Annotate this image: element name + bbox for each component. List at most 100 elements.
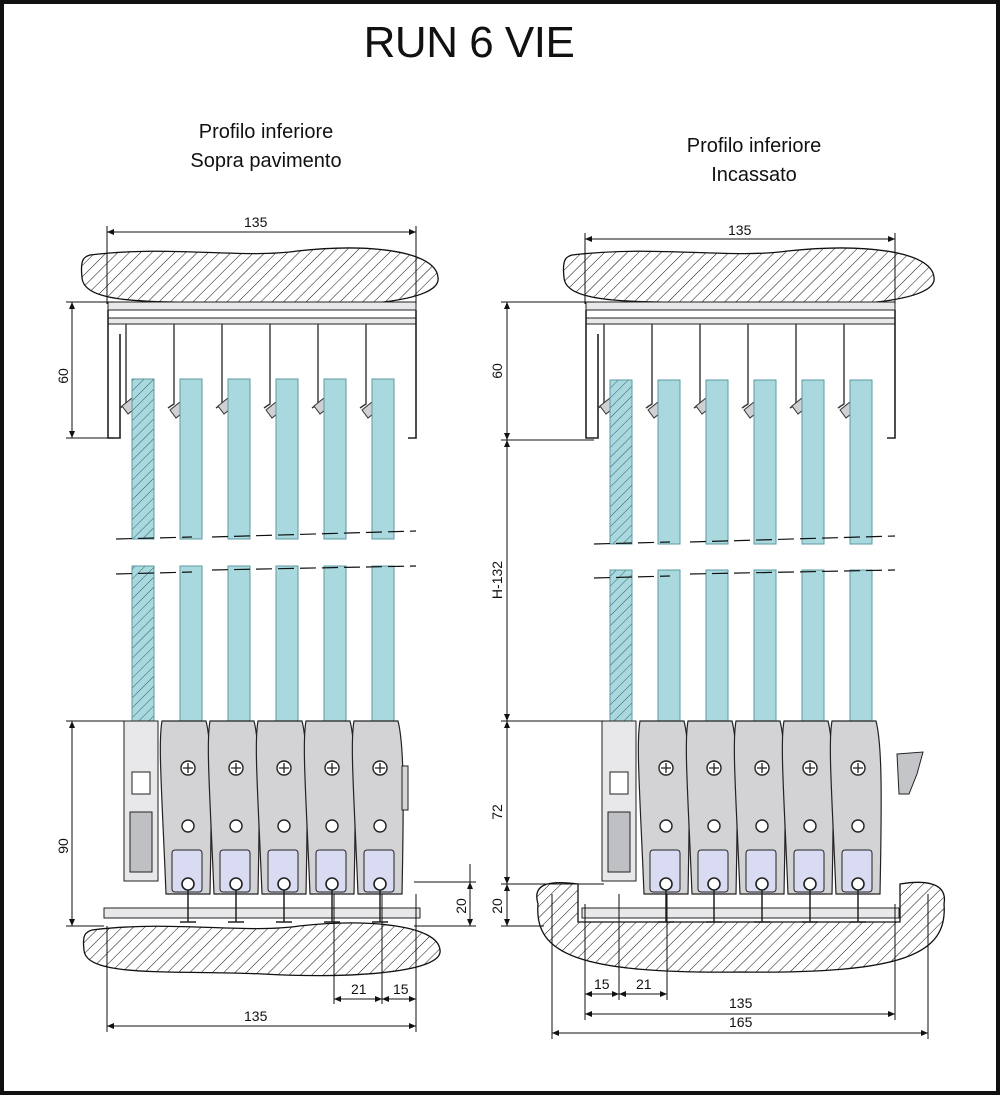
carriage-screw-cross <box>709 763 719 773</box>
right-inner-width-label: 135 <box>729 995 753 1011</box>
carriage-wheel-housing <box>697 849 729 893</box>
carriage-wheel-housing <box>793 849 825 893</box>
carriage-wheel <box>181 877 195 891</box>
floor-hatch <box>82 922 441 977</box>
track-separator <box>693 324 701 409</box>
carriage-guide-foot <box>276 890 292 923</box>
left-heading-line2: Sopra pavimento <box>190 150 342 172</box>
right-mid-height-label: H-132 <box>489 561 505 599</box>
right-dimensions <box>501 233 929 1039</box>
left-top-width-label: 135 <box>244 214 268 230</box>
track-separator <box>215 324 223 409</box>
carriage-guide-foot <box>180 890 196 923</box>
track-separator <box>837 324 845 409</box>
glass-panel-lower <box>131 565 155 722</box>
carriage-wheel <box>373 877 387 891</box>
glass-panel-lower <box>657 569 681 722</box>
top-track-bar <box>585 301 896 311</box>
right-edge-label: 15 <box>594 976 610 992</box>
right-section <box>536 247 945 973</box>
carriage-screw-cross <box>183 763 193 773</box>
right-top-width-label: 135 <box>728 222 752 238</box>
track-separator <box>741 324 749 409</box>
glass-panel-lower <box>227 565 251 722</box>
track-separator <box>263 324 271 409</box>
glass-panel-upper <box>705 379 729 545</box>
handle-bracket <box>896 751 924 795</box>
top-track-bar-lower <box>107 317 417 325</box>
right-bottom-height-label: 72 <box>489 804 505 820</box>
track-separator <box>167 324 175 409</box>
right-heading-line1: Profilo inferiore <box>686 135 822 157</box>
jamb-mechanism <box>129 811 153 873</box>
top-track-left-leg <box>585 310 599 439</box>
left-floor-profile-label: 20 <box>453 898 469 914</box>
carriage-guide-foot <box>706 890 722 923</box>
left-pitch-label: 21 <box>351 981 367 997</box>
carriage-screw-cross <box>279 763 289 773</box>
glass-panel-upper <box>323 378 347 540</box>
top-track-bar-lower <box>585 317 896 325</box>
right-floor-profile-label: 20 <box>489 898 505 914</box>
carriage-guide-foot <box>754 890 770 923</box>
carriage-screw-cross <box>757 763 767 773</box>
left-dimension-labels: 135 60 90 20 21 15 135 <box>55 214 469 1024</box>
glass-panel-upper <box>227 378 251 540</box>
top-track-right-leg <box>408 310 417 439</box>
carriage-wheel-housing <box>171 849 203 893</box>
right-heading: Profilo inferiore Incassato <box>644 132 864 190</box>
carriage-wheel <box>707 877 721 891</box>
track-separator <box>119 324 127 409</box>
jamb-window <box>609 771 629 795</box>
floor-recessed-hatch <box>536 881 945 973</box>
glass-panel-upper <box>657 379 681 545</box>
glass-panel-upper <box>371 378 395 540</box>
carriage-wheel-housing <box>267 849 299 893</box>
track-separator <box>359 324 367 409</box>
carriage-screw-cross <box>327 763 337 773</box>
section-drawing: 135 60 90 20 21 15 135 <box>55 214 945 1039</box>
carriage-wheel-housing <box>649 849 681 893</box>
carriage-wheel <box>277 877 291 891</box>
carriage-bolt <box>229 819 243 833</box>
left-top-height-label: 60 <box>55 368 71 384</box>
carriage-screw-cross <box>805 763 815 773</box>
glass-panel-upper <box>275 378 299 540</box>
carriage-wheel <box>229 877 243 891</box>
carriage-guide-foot <box>802 890 818 923</box>
top-track-bar <box>107 301 417 311</box>
carriage-bolt <box>325 819 339 833</box>
carriage-guide-foot <box>850 890 866 923</box>
glass-panel-lower <box>179 565 203 722</box>
left-heading-line1: Profilo inferiore <box>198 121 334 143</box>
carriage-guide-foot <box>324 890 340 923</box>
glass-panel-lower <box>753 569 777 722</box>
right-dimension-labels: 135 60 H-132 72 20 15 21 135 165 <box>489 222 753 1030</box>
carriage-guide-foot <box>372 890 388 923</box>
end-stop <box>401 765 409 811</box>
carriage-wheel <box>803 877 817 891</box>
carriage-bolt <box>277 819 291 833</box>
carriage-bolt <box>803 819 817 833</box>
bottom-track-profile <box>103 907 421 919</box>
carriage-guide-foot <box>658 890 674 923</box>
glass-panel-upper <box>753 379 777 545</box>
carriage-wheel-housing <box>745 849 777 893</box>
track-separator <box>645 324 653 409</box>
top-track-right-leg <box>887 310 896 439</box>
glass-panel-upper <box>801 379 825 545</box>
carriage-screw-cross <box>231 763 241 773</box>
ceiling-hatch <box>80 247 439 307</box>
carriage-bolt <box>755 819 769 833</box>
track-separator <box>311 324 319 409</box>
jamb-window <box>131 771 151 795</box>
left-edge-label: 15 <box>393 981 409 997</box>
drawing-title: RUN 6 VIE <box>363 18 575 67</box>
carriage-wheel <box>755 877 769 891</box>
carriage-bolt <box>659 819 673 833</box>
carriage-bolt <box>851 819 865 833</box>
right-outer-width-label: 165 <box>729 1014 753 1030</box>
glass-panel-upper <box>131 378 155 540</box>
carriage-screw-cross <box>661 763 671 773</box>
